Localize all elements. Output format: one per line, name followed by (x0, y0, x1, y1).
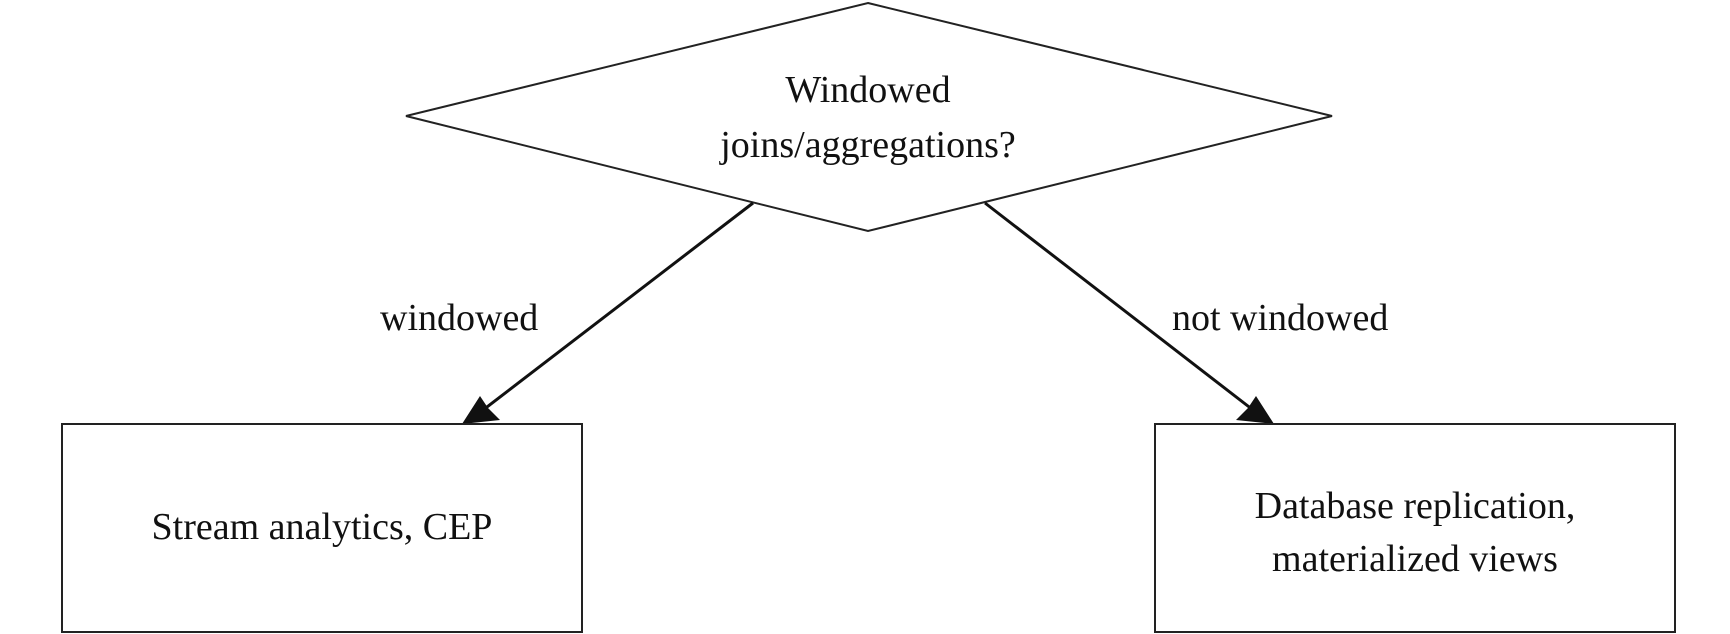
outcome-right-label-line1: Database replication, (1255, 485, 1576, 527)
outcome-right-box (1154, 423, 1676, 633)
edge-not-windowed: not windowed (984, 201, 1388, 424)
outcome-right-label-line2: materialized views (1272, 538, 1558, 580)
edge-not-windowed-label: not windowed (1172, 297, 1388, 339)
edge-windowed-arrowhead (462, 396, 500, 424)
edge-windowed-line (469, 201, 754, 422)
decision-label-line1: Windowed (785, 69, 950, 111)
outcome-database-replication: Database replication, materialized views (1154, 423, 1676, 633)
decision-diamond-shape (405, 1, 1333, 233)
outcome-stream-analytics: Stream analytics, CEP (61, 423, 583, 633)
edge-windowed: windowed (380, 201, 754, 424)
edge-windowed-label: windowed (380, 297, 538, 339)
decision-node: Windowed joins/aggregations? (405, 1, 1333, 233)
outcome-left-box (61, 423, 583, 633)
edge-not-windowed-line (984, 201, 1267, 422)
edge-not-windowed-arrowhead (1236, 396, 1274, 424)
outcome-left-label: Stream analytics, CEP (152, 506, 493, 548)
decision-label-line2: joins/aggregations? (718, 124, 1015, 166)
